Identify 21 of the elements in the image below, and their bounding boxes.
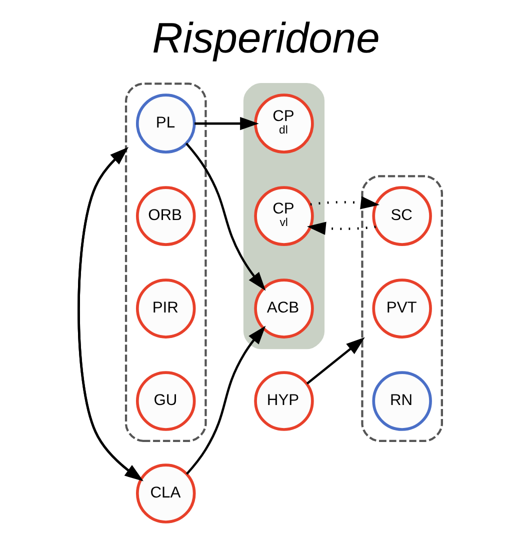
node-circle: SC xyxy=(372,186,432,246)
arrow xyxy=(194,116,258,130)
arrow xyxy=(184,142,266,291)
node-circle: ORB xyxy=(135,186,196,246)
arrow xyxy=(310,196,379,210)
diagram-title: Risperidone xyxy=(152,14,380,62)
cluster xyxy=(124,82,206,442)
node-circle: CP vl xyxy=(254,186,314,246)
node-circle: RN xyxy=(372,371,432,431)
node-circle: GU xyxy=(135,371,196,431)
cluster xyxy=(242,83,324,350)
node-circle: PVT xyxy=(372,278,432,338)
node-circle: ACB xyxy=(254,278,314,338)
node-circle: PL xyxy=(135,94,196,154)
node-circle: PIR xyxy=(135,278,196,338)
arrow xyxy=(185,326,266,475)
node-circle: HYP xyxy=(254,371,314,431)
node-circle: CP dl xyxy=(254,94,314,154)
arrow xyxy=(306,337,364,385)
node-circle: CLA xyxy=(135,464,196,524)
arrow xyxy=(306,222,376,235)
